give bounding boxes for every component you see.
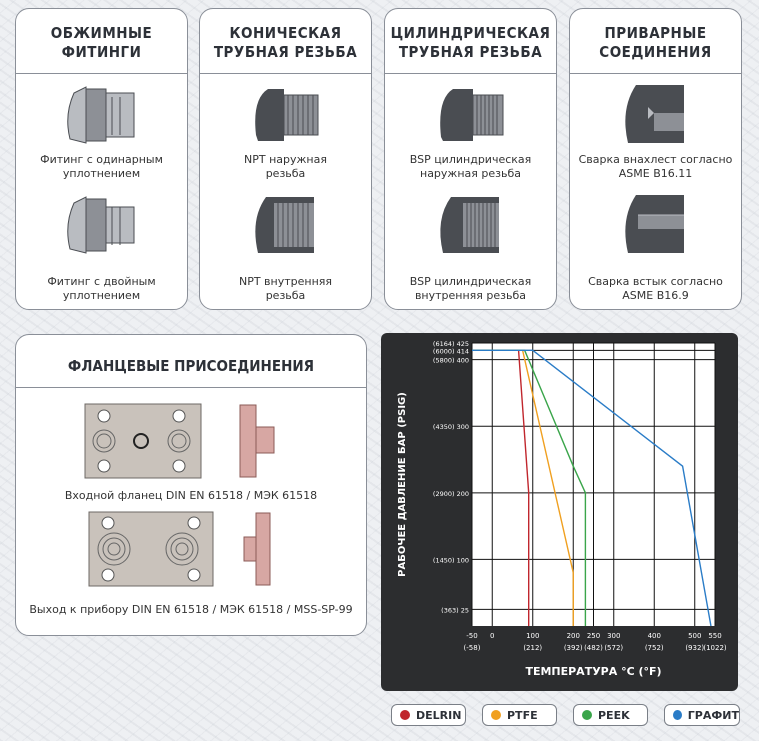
- card-title-line2: ТРУБНАЯ РЕЗЬБА: [213, 43, 358, 61]
- y-tick-label: (5800) 400: [433, 357, 469, 365]
- y-tick-label: (1450) 100: [433, 556, 469, 564]
- legend-item-ptfe: PTFE: [482, 704, 557, 726]
- fitting-image-bottom: [67, 196, 135, 254]
- y-tick-label: (2900) 200: [433, 490, 469, 498]
- legend-item-peek: PEEK: [573, 704, 648, 726]
- card-title-line1: ПРИВАРНЫЕ: [604, 24, 707, 42]
- x-tick-label-f: (752): [645, 644, 664, 652]
- card-title-line2: СОЕДИНЕНИЯ: [599, 43, 712, 61]
- legend-item-delrin: DELRIN: [391, 704, 466, 726]
- x-tick-label: 550: [708, 632, 721, 640]
- x-tick-label-f: (392): [564, 644, 583, 652]
- fitting-image-top: [255, 89, 319, 141]
- x-tick-label: 200: [567, 632, 580, 640]
- legend-dot-icon: [491, 710, 501, 720]
- x-tick-label: 300: [607, 632, 620, 640]
- fitting-image-bottom: [255, 197, 314, 253]
- y-tick-label: (363) 25: [441, 606, 469, 614]
- flange-card: ФЛАНЦЕВЫЕ ПРИСОЕДИНЕНИЯ Входной фланец D…: [15, 334, 367, 636]
- fitting-image-top: [625, 85, 684, 143]
- series-line-графит: [472, 349, 712, 627]
- legend-label: DELRIN: [416, 708, 462, 722]
- x-tick-label: 400: [648, 632, 661, 640]
- legend-dot-icon: [673, 710, 682, 720]
- x-tick-label: 500: [688, 632, 701, 640]
- x-tick-label-f: (-58): [464, 644, 481, 652]
- x-tick-label: 100: [526, 632, 539, 640]
- outlet-flange-caption: Выход к прибору DIN EN 61518 / МЭК 61518…: [29, 603, 353, 616]
- x-axis-label: ТЕМПЕРАТУРА °C (°F): [525, 665, 661, 678]
- x-tick-label-f: (932): [685, 644, 704, 652]
- y-tick-label: (6000) 414: [433, 347, 469, 355]
- legend-item-графит: ГРАФИТ: [664, 704, 740, 726]
- x-tick-label-f: (212): [523, 644, 542, 652]
- card-title-line2: ФИТИНГИ: [61, 43, 142, 61]
- card-title-line1: КОНИЧЕСКАЯ: [229, 24, 342, 42]
- inlet-flange-image: [84, 403, 202, 479]
- fitting-image-top: [67, 86, 135, 144]
- x-tick-label-f: (482): [584, 644, 603, 652]
- y-tick-label: (4350) 300: [433, 423, 469, 431]
- card-title-line1: ЦИЛИНДРИЧЕСКАЯ: [390, 24, 551, 42]
- legend-dot-icon: [582, 710, 592, 720]
- fitting-image-top: [440, 89, 504, 141]
- x-tick-label: -50: [466, 632, 477, 640]
- legend-label: PEEK: [598, 708, 630, 722]
- x-tick-label: 250: [587, 632, 600, 640]
- flange-title: ФЛАНЦЕВЫЕ ПРИСОЕДИНЕНИЯ: [67, 357, 315, 375]
- outlet-flange-side-image: [243, 512, 271, 586]
- x-tick-label-f: (572): [604, 644, 623, 652]
- x-tick-label: 0: [490, 632, 494, 640]
- x-tick-label-f: (1022): [703, 644, 727, 652]
- fitting-image-bottom: [625, 195, 684, 253]
- outlet-flange-image: [88, 511, 214, 587]
- inlet-flange-caption: Входной фланец DIN EN 61518 / МЭК 61518: [64, 489, 318, 502]
- card-title-line1: ОБЖИМНЫЕ: [50, 24, 153, 42]
- inlet-flange-side-image: [239, 404, 275, 478]
- y-tick-label: (6164) 425: [433, 340, 469, 348]
- legend-dot-icon: [400, 710, 410, 720]
- legend-label: ГРАФИТ: [687, 708, 739, 722]
- category-card-3: ЦИЛИНДРИЧЕСКАЯ ТРУБНАЯ РЕЗЬБА BSP цилинд…: [384, 8, 557, 310]
- legend-label: PTFE: [507, 708, 538, 722]
- category-card-4: ПРИВАРНЫЕ СОЕДИНЕНИЯ Сварка внахлест сог…: [569, 8, 742, 310]
- card-title-line2: ТРУБНАЯ РЕЗЬБА: [398, 43, 543, 61]
- y-axis-label: РАБОЧЕЕ ДАВЛЕНИЕ БАР (PSIG): [397, 392, 408, 577]
- chart-svg: -50 (-58) 0 100 (212) 200 (392) 250 (482) 300 (572…: [397, 340, 727, 678]
- fitting-image-bottom: [440, 197, 499, 253]
- pressure-temperature-chart: -50 (-58) 0 100 (212) 200 (392) 250 (482) 300 (572…: [381, 333, 738, 691]
